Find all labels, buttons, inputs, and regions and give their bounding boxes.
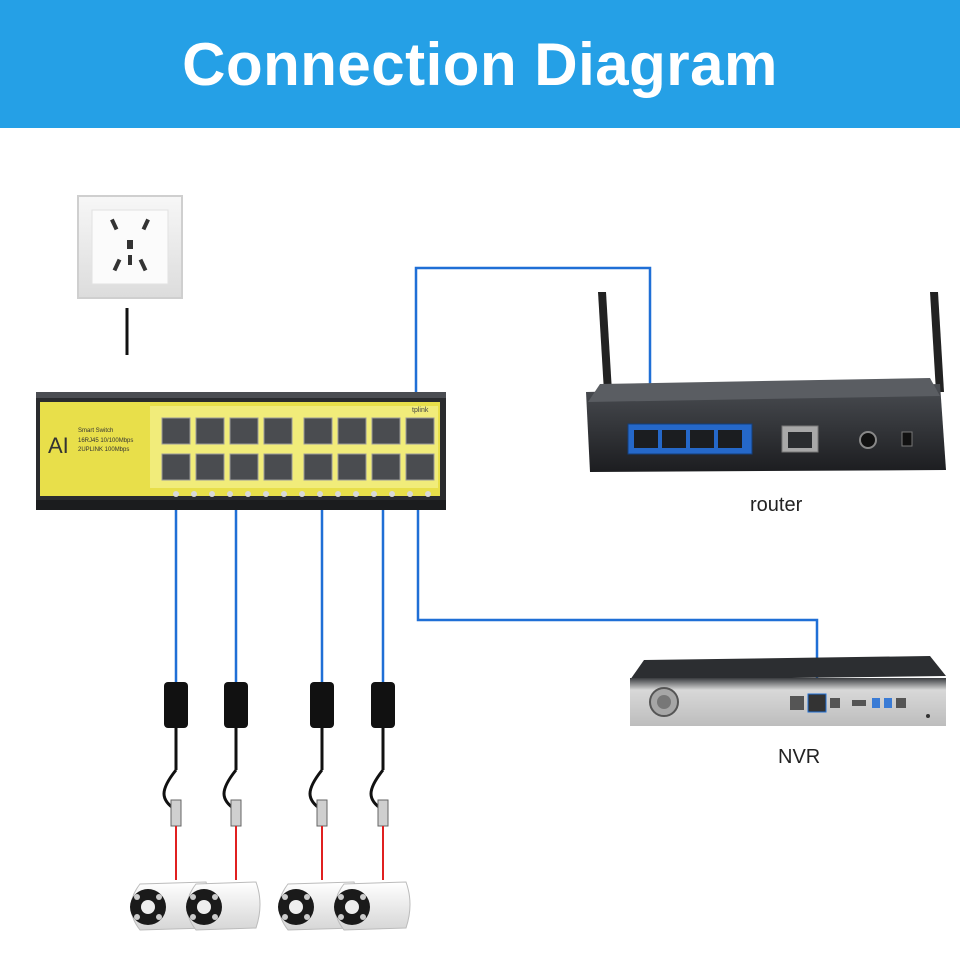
router-antenna-left: [598, 292, 612, 392]
wall-power-socket: [77, 195, 183, 299]
switch-port-3: [229, 417, 259, 445]
switch-port-14: [337, 453, 367, 481]
switch-model-line3: 2UPLINK 100Mbps: [78, 447, 129, 453]
bullet-camera-2: [186, 881, 261, 931]
router-power-jack: [859, 431, 877, 449]
switch-port-10: [195, 453, 225, 481]
switch-port-2: [195, 417, 225, 445]
uplink-cable-router: [414, 266, 652, 430]
switch-port-8: [405, 417, 435, 445]
poe-splitter-1: [164, 682, 188, 728]
switch-port-6: [337, 417, 367, 445]
poe-splitter-4: [371, 682, 395, 728]
nvr-label: NVR: [778, 746, 821, 768]
switch-port-1: [161, 417, 191, 445]
switch-ports: [161, 417, 435, 481]
router-antenna-right: [930, 292, 944, 392]
router: [586, 292, 946, 472]
switch-port-16: [405, 453, 435, 481]
camera-kit-4: [369, 682, 395, 880]
camera-kit-2: [222, 682, 248, 880]
router-label: router: [750, 494, 803, 516]
switch-port-11: [229, 453, 259, 481]
nvr-network-port: [807, 693, 827, 713]
camera-kit-3: [308, 682, 334, 880]
switch-port-5: [303, 417, 333, 445]
page-title: Connection Diagram: [182, 30, 778, 98]
nvr-recorder: [630, 656, 946, 726]
switch-port-12: [263, 453, 293, 481]
switch-port-9: [161, 453, 191, 481]
poe-switch: AI Smart Switch 16RJ45 10/100Mbps 2UPLIN…: [36, 392, 446, 510]
poe-splitter-3: [310, 682, 334, 728]
header-banner: Connection Diagram: [0, 0, 960, 128]
switch-model-line2: 16RJ45 10/100Mbps: [78, 438, 133, 444]
switch-port-7: [371, 417, 401, 445]
switch-logo: tplink: [412, 407, 429, 414]
bullet-camera-4: [334, 881, 411, 931]
poe-splitter-2: [224, 682, 248, 728]
switch-brand-mark: AI: [48, 433, 69, 458]
switch-port-13: [303, 453, 333, 481]
switch-port-15: [371, 453, 401, 481]
switch-model-line1: Smart Switch: [78, 428, 113, 434]
camera-kit-1: [162, 682, 188, 880]
switch-port-4: [263, 417, 293, 445]
switch-port-leds: [173, 491, 431, 497]
